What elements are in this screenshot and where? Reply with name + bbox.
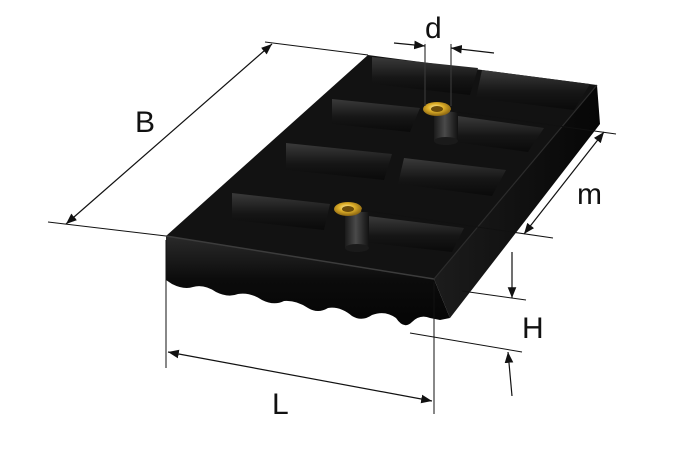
pocket bbox=[362, 216, 464, 252]
label-d: d bbox=[425, 12, 442, 45]
pocket bbox=[286, 143, 392, 180]
pocket bbox=[398, 158, 506, 196]
label-m: m bbox=[577, 178, 602, 211]
label-L: L bbox=[272, 388, 289, 421]
dimension-B: B bbox=[47, 41, 369, 237]
dimension-d: d bbox=[393, 12, 495, 106]
pocket bbox=[454, 116, 544, 152]
threaded-insert-front bbox=[334, 202, 369, 252]
label-B: B bbox=[135, 106, 155, 139]
dimension-L: L bbox=[165, 240, 435, 421]
front-face-with-teeth bbox=[166, 236, 450, 326]
pocket bbox=[332, 99, 420, 132]
dimension-m: m bbox=[360, 110, 617, 239]
dimension-H: H bbox=[409, 252, 544, 397]
label-H: H bbox=[522, 312, 544, 345]
threaded-insert-rear bbox=[423, 102, 458, 145]
pocket bbox=[476, 70, 590, 110]
